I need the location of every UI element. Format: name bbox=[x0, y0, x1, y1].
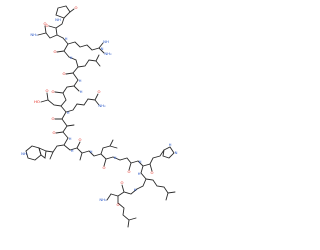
bond-path bbox=[149, 163, 153, 172]
bond-path bbox=[121, 184, 125, 193]
atom-nh: NH bbox=[103, 39, 109, 44]
atom-nh: H bbox=[80, 89, 83, 94]
atom-o: O bbox=[53, 130, 56, 135]
bond-path bbox=[95, 60, 101, 67]
bond-path bbox=[56, 50, 65, 53]
atom-o: O bbox=[52, 89, 55, 94]
atom-o: O bbox=[151, 170, 154, 175]
bond-path bbox=[76, 141, 81, 149]
bond-path bbox=[109, 145, 118, 149]
bond-path bbox=[54, 79, 79, 94]
bond-path bbox=[112, 156, 139, 164]
atom-o: O bbox=[54, 49, 57, 54]
pyroglutamate-ring bbox=[55, 5, 71, 19]
bond-path bbox=[61, 118, 69, 139]
atom-n: N bbox=[175, 150, 178, 155]
bond-path bbox=[66, 124, 75, 127]
atom-o: O bbox=[128, 169, 131, 174]
bond-path bbox=[136, 165, 147, 190]
atom-nh2: NH₂ bbox=[99, 197, 107, 202]
bond-path bbox=[54, 105, 67, 120]
bond-path bbox=[145, 178, 176, 194]
atom-nh2: NH₂ bbox=[30, 32, 38, 37]
atom-nh: H bbox=[65, 36, 68, 41]
atom-o: O bbox=[79, 137, 82, 142]
bond-path bbox=[73, 85, 80, 92]
atom-o: O bbox=[63, 71, 66, 76]
bond-path bbox=[62, 37, 70, 58]
bond-path bbox=[44, 25, 47, 34]
bond-path bbox=[100, 139, 114, 155]
bond-path bbox=[137, 149, 165, 167]
bond-path bbox=[165, 192, 169, 201]
atom-n: N bbox=[101, 46, 104, 51]
bond-path bbox=[88, 150, 114, 160]
atom-nh: H bbox=[71, 148, 74, 153]
atom-nh: H bbox=[139, 159, 142, 164]
bond-path bbox=[49, 151, 54, 160]
atom-nh2: NH₂ bbox=[104, 51, 112, 56]
bond-path bbox=[128, 162, 132, 171]
atom-o: O bbox=[46, 88, 49, 93]
atom-o: O bbox=[44, 21, 47, 26]
imidazole-ring bbox=[162, 146, 175, 159]
bond-path bbox=[69, 8, 75, 13]
atom-nh-pyro: NH bbox=[55, 17, 61, 22]
bond-path bbox=[40, 92, 67, 107]
atom-nh: H bbox=[79, 78, 82, 83]
atom-nh2: NH₂ bbox=[98, 103, 106, 108]
bond-path bbox=[55, 131, 64, 134]
bond-path bbox=[65, 72, 74, 75]
atom-o: O bbox=[117, 202, 120, 207]
bond-skeleton bbox=[25, 5, 176, 228]
atom-o: O bbox=[98, 89, 101, 94]
indole-pyrrole-ring bbox=[38, 147, 47, 159]
atom-o-pyro: O bbox=[75, 5, 78, 10]
bond-path bbox=[98, 47, 105, 54]
bond-path bbox=[79, 152, 83, 161]
atom-nh: H bbox=[67, 110, 70, 115]
bond-path bbox=[103, 158, 107, 167]
atom-oh: HO bbox=[34, 99, 40, 104]
atom-nh: H bbox=[138, 171, 141, 176]
bond-path bbox=[128, 217, 137, 221]
atom-nh: H bbox=[114, 155, 117, 160]
atom-nh: H bbox=[70, 55, 73, 60]
bond-path bbox=[45, 137, 69, 153]
peptide-structure-diagram: O NH O H NH₂ O H O NH NH₂ N H O H O HO O… bbox=[21, 5, 178, 228]
atom-o: O bbox=[103, 165, 106, 170]
atom-nh: NH bbox=[21, 151, 27, 156]
bond-path bbox=[106, 193, 112, 201]
atom-nh: H bbox=[134, 187, 137, 192]
bond-path bbox=[37, 32, 58, 39]
atom-nh: H bbox=[169, 142, 172, 147]
bond-path bbox=[63, 144, 90, 154]
atom-nh: H bbox=[90, 149, 93, 154]
atom-o: O bbox=[46, 23, 49, 28]
bond-path bbox=[67, 41, 104, 51]
atom-o: O bbox=[52, 116, 55, 121]
bond-path bbox=[77, 54, 100, 68]
bond-path bbox=[65, 93, 99, 113]
bond-path bbox=[46, 92, 49, 101]
atom-o: O bbox=[121, 180, 124, 185]
bond-path bbox=[117, 195, 130, 228]
bond-path bbox=[94, 99, 100, 106]
atom-labels: O NH O H NH₂ O H O NH NH₂ N H O H O HO O… bbox=[21, 5, 177, 207]
atom-nh: H bbox=[69, 136, 72, 141]
bond-path bbox=[68, 56, 79, 81]
bond-path bbox=[48, 25, 57, 29]
